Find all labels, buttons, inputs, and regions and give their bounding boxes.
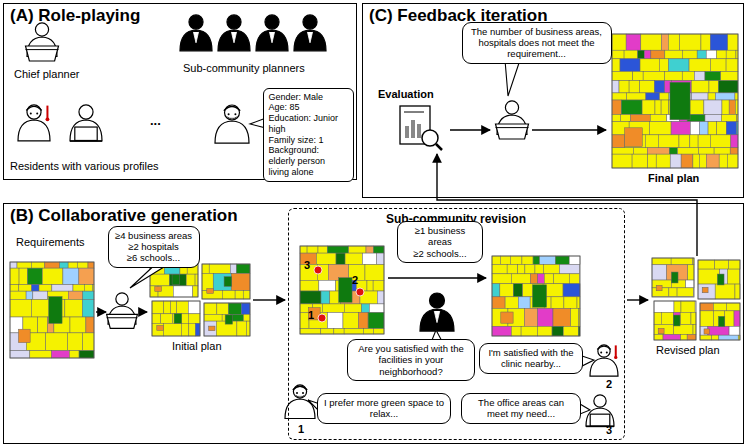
resident-icon bbox=[18, 105, 50, 141]
bubble-text: ≥1 business areas bbox=[403, 225, 477, 248]
panel-frame: (B) Collaborative generation≥4 business … bbox=[3, 203, 744, 444]
plan-map bbox=[204, 303, 250, 336]
resident-icon bbox=[586, 395, 614, 427]
resident-icon bbox=[70, 105, 102, 141]
bubble-text: ≥6 schools... bbox=[114, 252, 194, 263]
speech-bubble: ≥4 business areas≥2 hospitals≥6 schools.… bbox=[108, 226, 200, 268]
resident-icon bbox=[215, 105, 249, 143]
caption-label: ... bbox=[150, 114, 161, 129]
bubble-tail bbox=[580, 404, 590, 414]
bubble-text: I prefer more green space to relax... bbox=[323, 397, 445, 420]
plan-map bbox=[652, 258, 694, 297]
panel-frame: (A) Role-playingGender: MaleAge: 85Educa… bbox=[3, 3, 357, 180]
caption-label: Final plan bbox=[648, 172, 699, 185]
base-map bbox=[10, 262, 94, 358]
callout-number: 1 bbox=[298, 423, 304, 436]
bubble-text: Family size: 1 bbox=[269, 135, 348, 146]
bubble-text: The number of business areas, hospitals … bbox=[468, 26, 606, 60]
flow-arrow bbox=[140, 311, 147, 312]
bubble-tail bbox=[505, 60, 520, 96]
location-dot bbox=[318, 314, 326, 322]
caption-label: Sub-community planners bbox=[183, 62, 305, 75]
bubble-text: ≥2 hospitals bbox=[114, 241, 194, 252]
plan-map bbox=[654, 301, 696, 340]
flow-arrow bbox=[450, 129, 490, 130]
speech-bubble: ≥1 business areas≥2 schools... bbox=[397, 221, 483, 263]
plan-map bbox=[152, 301, 200, 336]
speech-bubble: I prefer more green space to relax... bbox=[317, 393, 451, 424]
caption-label: Residents with various profiles bbox=[10, 160, 159, 173]
planner-icon bbox=[180, 15, 212, 51]
bubble-text: Are you satisfied with the facilities in… bbox=[353, 343, 469, 377]
bubble-tail bbox=[582, 356, 594, 366]
sub-community-map bbox=[300, 246, 384, 334]
chief-planner-icon bbox=[496, 101, 529, 139]
callout-number: 2 bbox=[352, 274, 358, 287]
chief-planner-icon bbox=[107, 293, 138, 329]
callout-number: 3 bbox=[304, 259, 310, 272]
callout-number: 1 bbox=[308, 309, 314, 322]
final-plan-map bbox=[612, 34, 738, 168]
planner-icon bbox=[294, 15, 326, 51]
speech-bubble: I'm satisfied with the clinic nearby... bbox=[479, 343, 583, 374]
planner-icon bbox=[218, 15, 250, 51]
flow-arrow bbox=[388, 277, 486, 278]
planner-icon bbox=[420, 293, 454, 331]
flow-arrow bbox=[532, 129, 606, 130]
plan-map bbox=[202, 264, 250, 299]
callout-number: 3 bbox=[606, 424, 612, 437]
bubble-text: Background: elderly person living alone bbox=[269, 145, 348, 177]
caption-label: Chief planner bbox=[14, 68, 79, 81]
bubble-text: ≥4 business areas bbox=[114, 230, 194, 241]
bubble-text: Age: 85 bbox=[269, 102, 348, 113]
speech-bubble: The number of business areas, hospitals … bbox=[462, 22, 612, 64]
resident-icon bbox=[590, 345, 618, 376]
chief-planner-icon bbox=[26, 23, 59, 61]
flow-arrow bbox=[253, 299, 285, 300]
evaluation-icon bbox=[400, 106, 442, 150]
speech-bubble: The office areas can meet my need... bbox=[461, 393, 581, 424]
speech-bubble: Are you satisfied with the facilities in… bbox=[347, 339, 475, 381]
bubble-text: Gender: Male bbox=[269, 92, 348, 103]
profile-card: Gender: MaleAge: 85Education: Junior hig… bbox=[263, 88, 354, 182]
revised-sub-map bbox=[492, 256, 580, 336]
caption-label: Requirements bbox=[16, 236, 84, 249]
caption-label: Revised plan bbox=[656, 344, 720, 357]
plan-map bbox=[700, 303, 740, 340]
group-frame: Sub-community revision≥1 business areas≥… bbox=[288, 208, 625, 440]
caption-label: Initial plan bbox=[172, 340, 222, 353]
flow-arrow bbox=[627, 299, 648, 300]
caption-label: Evaluation bbox=[378, 88, 434, 101]
bubble-text: Education: Junior high bbox=[269, 113, 348, 135]
panel-title: (A) Role-playing bbox=[4, 4, 356, 28]
bubble-text: I'm satisfied with the clinic nearby... bbox=[485, 347, 577, 370]
flow-arrow bbox=[96, 311, 106, 312]
bubble-text: ≥2 schools... bbox=[403, 248, 477, 259]
location-dot bbox=[356, 288, 364, 296]
plan-map bbox=[698, 260, 740, 299]
planner-icon bbox=[256, 15, 288, 51]
bubble-text: The office areas can meet my need... bbox=[467, 397, 575, 420]
location-dot bbox=[314, 266, 322, 274]
panel-frame: (C) Feedback iterationThe number of busi… bbox=[362, 3, 744, 198]
callout-number: 2 bbox=[606, 378, 612, 391]
